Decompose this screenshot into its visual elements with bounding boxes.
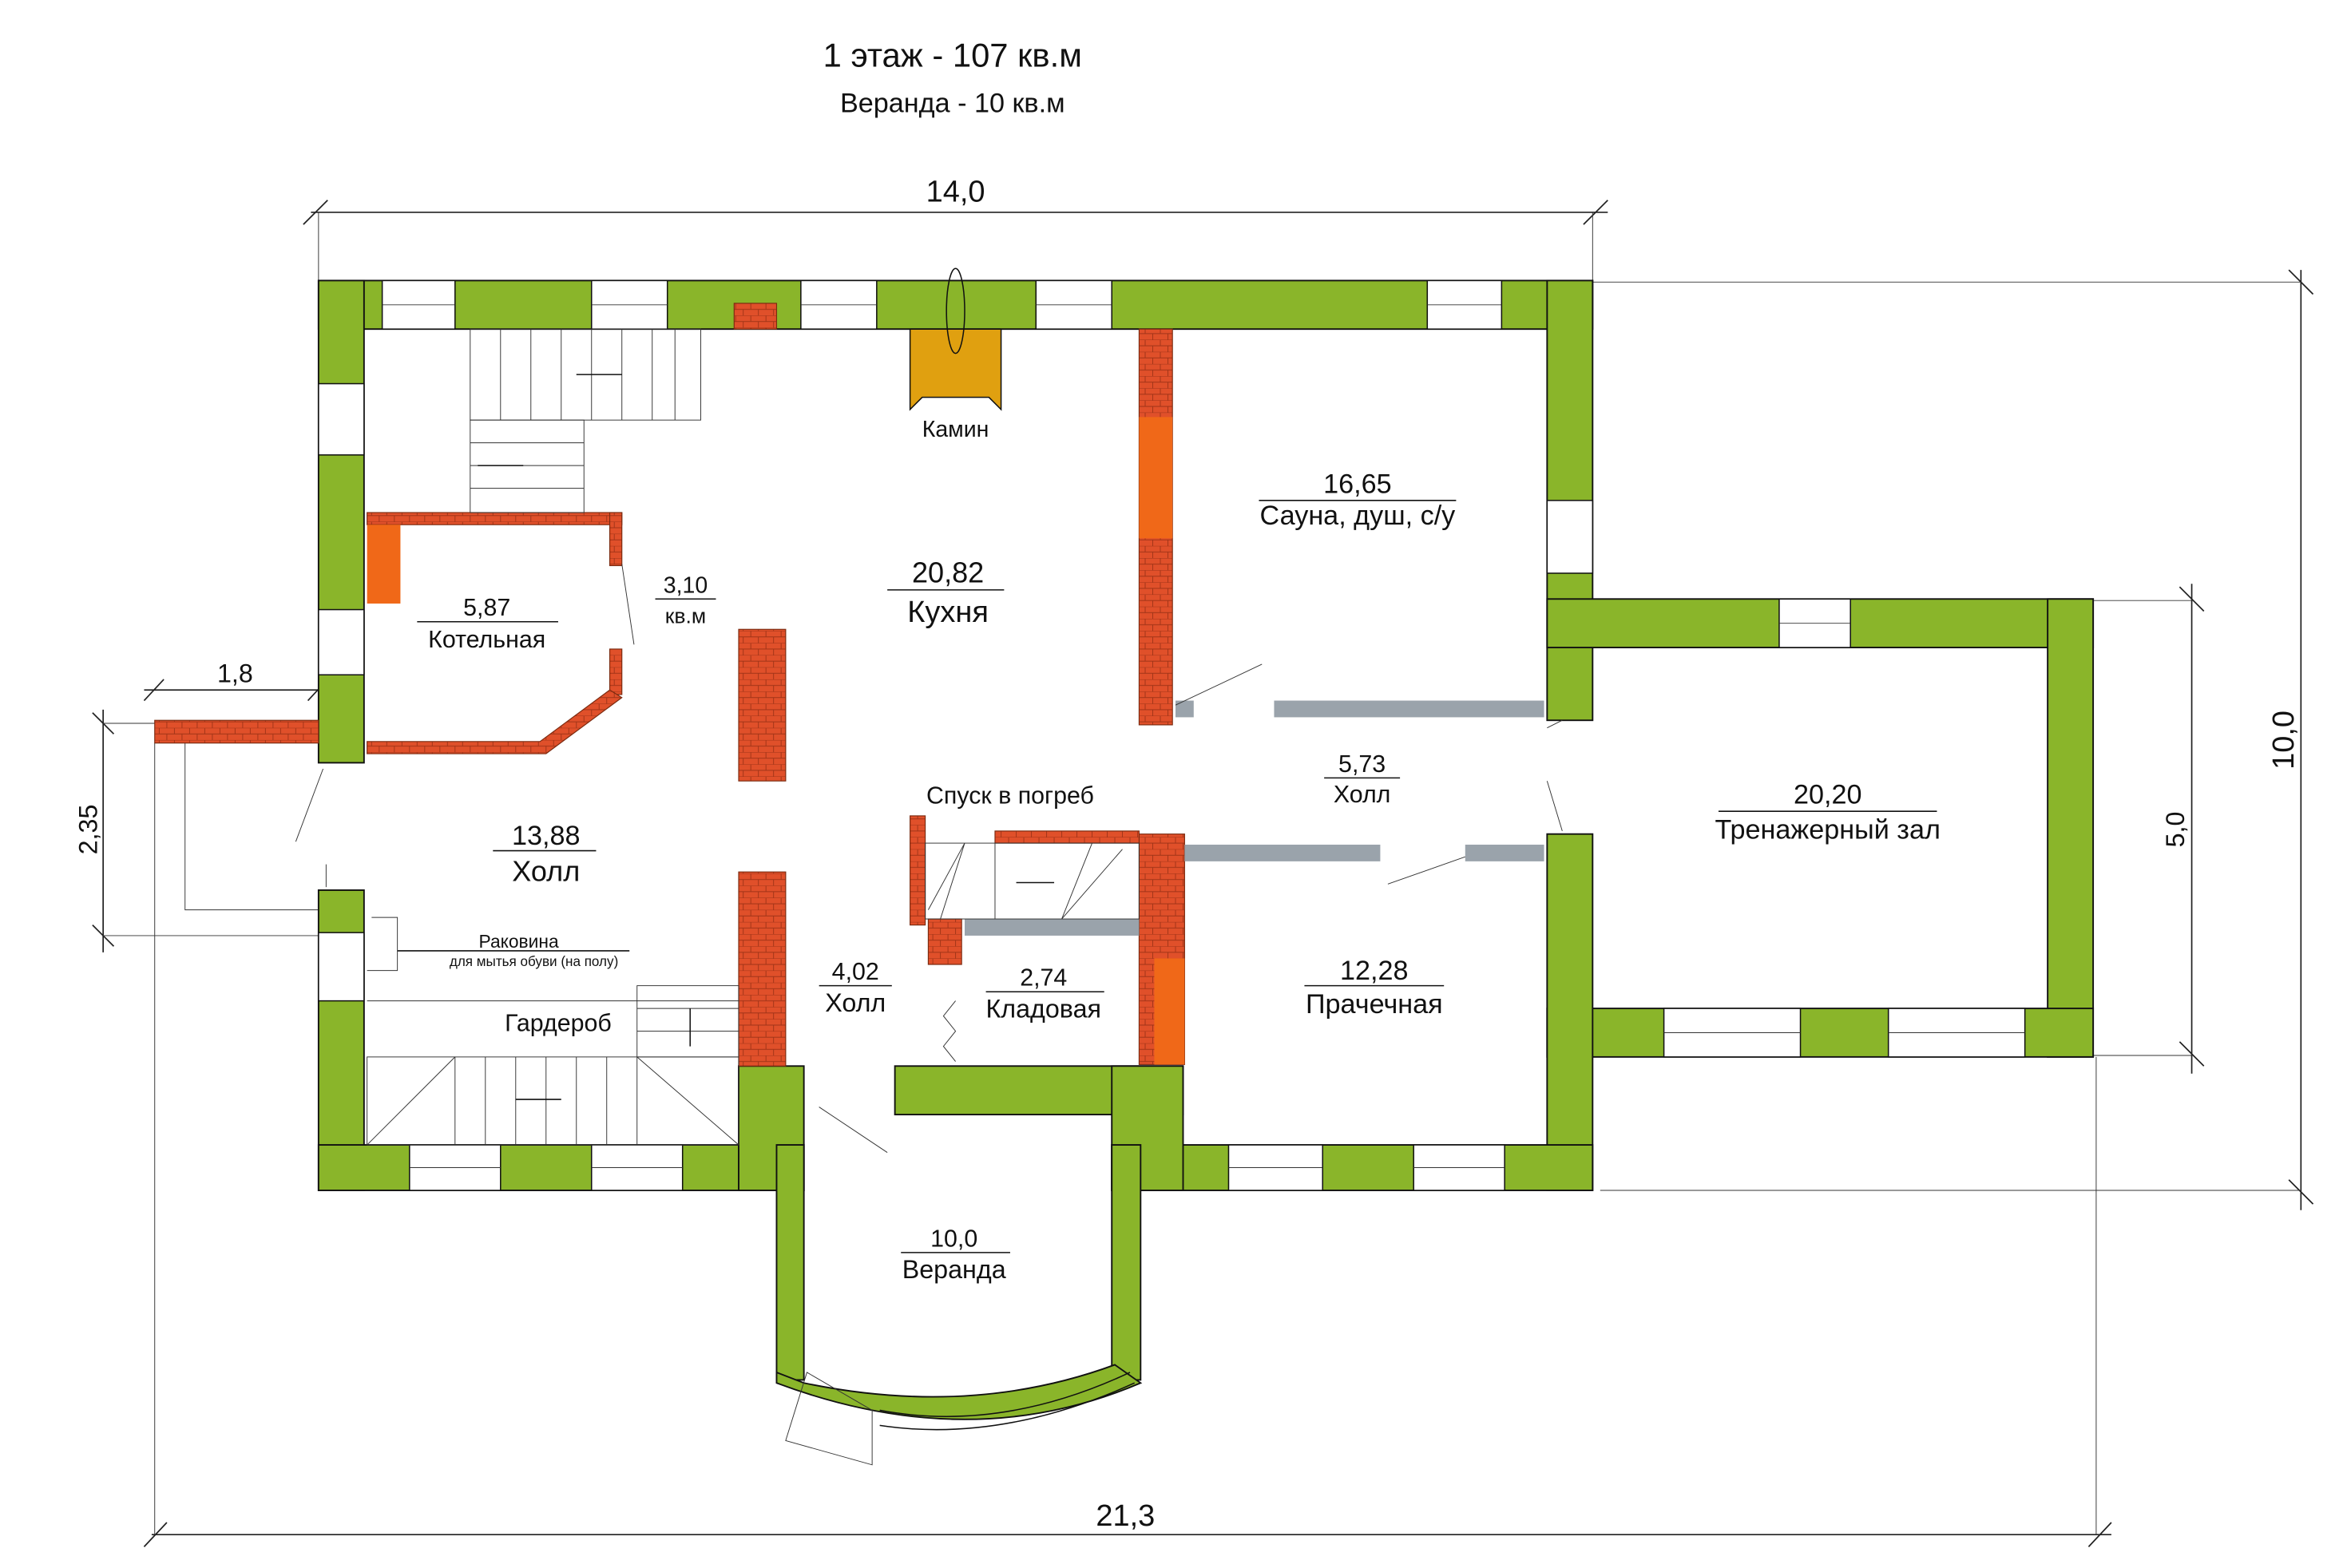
dim-right-height: 10,0 — [2267, 711, 2301, 770]
room-name: Кладовая — [985, 995, 1101, 1024]
dim-gym-height: 5,0 — [2161, 812, 2190, 848]
stairs — [367, 328, 1140, 1146]
room-label-passage: 3,10 кв.м — [655, 573, 716, 628]
dim-left-height: 2,35 — [74, 805, 103, 855]
sink-note: для мытья обуви (на полу) — [450, 954, 618, 969]
room-name: Веранда — [902, 1255, 1006, 1284]
room-area: 3,10 — [664, 573, 708, 599]
room-area: 4,02 — [832, 958, 879, 985]
sink-label: Раковина — [479, 931, 559, 952]
fireplace-label: Камин — [922, 417, 989, 442]
room-name: Кухня — [907, 596, 989, 629]
fireplace-icon — [909, 267, 1002, 411]
room-area: 10,0 — [930, 1225, 977, 1252]
room-name: Сауна, душ, с/у — [1260, 501, 1457, 531]
room-area: 2,74 — [1020, 964, 1067, 992]
room-label-storage: 2,74 Кладовая — [985, 964, 1104, 1024]
room-area: 12,28 — [1340, 956, 1409, 986]
room-name: Прачечная — [1306, 989, 1443, 1020]
room-area: 16,65 — [1323, 469, 1392, 499]
plan-title: 1 этаж - 107 кв.м — [823, 37, 1082, 74]
room-label-laundry: 12,28 Прачечная — [1304, 956, 1445, 1020]
wardrobe-label: Гардероб — [505, 1010, 612, 1037]
dim-total-width: 21,3 — [1096, 1499, 1155, 1533]
room-area: 20,82 — [912, 556, 984, 588]
room-name: Холл — [512, 855, 580, 888]
room-name: кв.м — [665, 604, 706, 628]
room-name: Котельная — [428, 626, 545, 653]
room-label-hall-left: 13,88 Холл — [493, 821, 597, 888]
dimension-lines — [92, 200, 2314, 1547]
room-label-boiler: 5,87 Котельная — [417, 594, 558, 653]
cellar-label: Спуск в погреб — [926, 782, 1094, 810]
room-label-hall-small: 4,02 Холл — [819, 958, 892, 1017]
dim-top-width: 14,0 — [926, 176, 985, 209]
room-area: 13,88 — [512, 821, 581, 851]
doors — [295, 564, 1563, 1466]
partitions — [964, 700, 1544, 936]
room-area: 20,20 — [1794, 780, 1862, 810]
brick-walls — [154, 303, 1185, 1067]
room-label-hall-center: 5,73 Холл — [1324, 750, 1401, 808]
room-label-veranda: 10,0 Веранда — [901, 1225, 1010, 1284]
plan-subtitle: Веранда - 10 кв.м — [840, 89, 1065, 119]
dim-left-offset: 1,8 — [217, 659, 253, 688]
room-name: Тренажерный зал — [1715, 814, 1941, 845]
room-label-kitchen: 20,82 Кухня — [887, 556, 1005, 629]
room-name: Холл — [1334, 781, 1391, 808]
windows — [318, 279, 2026, 1191]
room-area: 5,73 — [1338, 750, 1386, 778]
room-label-sauna: 16,65 Сауна, душ, с/у — [1259, 469, 1457, 531]
room-label-gym: 20,20 Тренажерный зал — [1715, 780, 1941, 845]
room-name: Холл — [825, 988, 886, 1017]
room-area: 5,87 — [463, 594, 510, 621]
